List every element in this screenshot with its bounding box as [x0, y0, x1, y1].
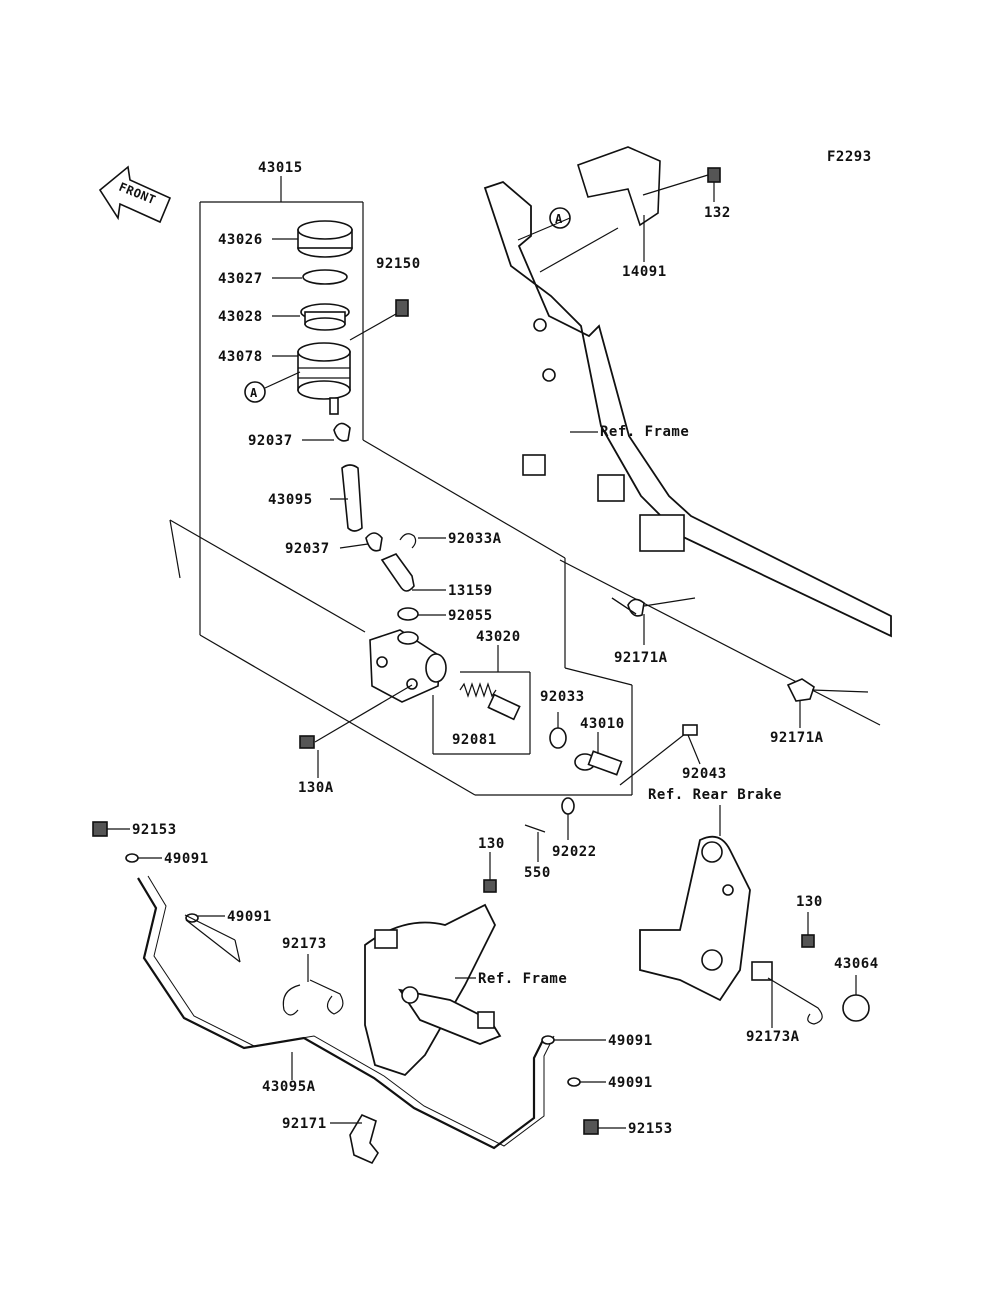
o-ring-92055	[397, 607, 419, 621]
cotter-pin-550	[524, 824, 546, 833]
connector-mark-a-upper: A	[517, 207, 571, 241]
washer-49091-a	[125, 853, 139, 863]
bracket-43020	[432, 645, 531, 755]
diagram-code: F2293	[827, 149, 872, 165]
part-labels: 43015 43026 43027 43028 43078 92150 9203…	[132, 160, 879, 1137]
label-43028: 43028	[218, 309, 263, 325]
label-92043: 92043	[682, 766, 727, 782]
label-43064: 43064	[834, 956, 879, 972]
bolt-132	[707, 167, 721, 183]
leader-lines	[107, 182, 857, 1129]
reservoir-cap-43026	[297, 220, 353, 258]
label-43026: 43026	[218, 232, 263, 248]
label-92037-lower: 92037	[285, 541, 330, 557]
label-92150: 92150	[376, 256, 421, 272]
label-92055: 92055	[448, 608, 493, 624]
svg-text:A: A	[250, 386, 258, 400]
diaphragm-plate-43027	[302, 269, 348, 285]
bolt-130A	[299, 684, 413, 749]
label-49091-b: 49091	[227, 909, 272, 925]
reservoir-43078	[297, 342, 351, 415]
clamp-92173	[282, 979, 344, 1016]
label-49091-c: 49091	[608, 1033, 653, 1049]
circlip-92033	[549, 727, 567, 749]
label-43095: 43095	[268, 492, 313, 508]
clamp-92171	[349, 1113, 379, 1165]
washer-49091-c	[541, 1035, 555, 1045]
label-92153-upper: 92153	[132, 822, 177, 838]
label-ref-frame-lower: Ref. Frame	[478, 971, 567, 987]
label-92081: 92081	[452, 732, 497, 748]
svg-text:A: A	[555, 212, 563, 226]
hose-43095A	[137, 875, 555, 1150]
washer-92022	[561, 797, 575, 815]
label-ref-frame-upper: Ref. Frame	[600, 424, 689, 440]
label-92171A-lower: 92171A	[770, 730, 824, 746]
bracket-14091	[539, 146, 709, 273]
label-92033: 92033	[540, 689, 585, 705]
spring-92081	[459, 682, 497, 698]
label-92037-upper: 92037	[248, 433, 293, 449]
grommet-43064	[842, 994, 870, 1022]
label-14091: 14091	[622, 264, 667, 280]
frame-lower	[364, 903, 502, 1077]
label-92173: 92173	[282, 936, 327, 952]
label-13159: 13159	[448, 583, 493, 599]
label-43015: 43015	[258, 160, 303, 176]
banjo-bolt-92153-upper	[92, 821, 108, 837]
label-130-right: 130	[796, 894, 823, 910]
label-92153-lower: 92153	[628, 1121, 673, 1137]
bolt-130-right	[801, 934, 815, 948]
clamp-92037-upper	[333, 422, 351, 442]
label-92022: 92022	[552, 844, 597, 860]
front-arrow-icon: FRONT	[98, 165, 172, 224]
label-130A: 130A	[298, 780, 334, 796]
bolt-92150	[349, 299, 409, 341]
washer-49091-d	[567, 1077, 581, 1087]
label-550: 550	[524, 865, 551, 881]
label-92171: 92171	[282, 1116, 327, 1132]
label-92173A: 92173A	[746, 1029, 800, 1045]
label-ref-rear-brake: Ref. Rear Brake	[648, 787, 782, 803]
hose-43095	[341, 464, 363, 532]
diaphragm-43028	[300, 303, 350, 331]
label-49091-a: 49091	[164, 851, 209, 867]
label-92171A-upper: 92171A	[614, 650, 668, 666]
label-92033A: 92033A	[448, 531, 502, 547]
frame-upper	[483, 180, 892, 726]
label-43095A: 43095A	[262, 1079, 316, 1095]
label-43020: 43020	[476, 629, 521, 645]
label-43027: 43027	[218, 271, 263, 287]
clamp-92037-lower	[365, 532, 383, 552]
label-43010: 43010	[580, 716, 625, 732]
pin-92043	[619, 724, 698, 786]
circlip-92033A	[399, 533, 417, 549]
push-rod-43010	[574, 750, 623, 776]
bolt-130-left	[483, 879, 497, 893]
label-49091-d: 49091	[608, 1075, 653, 1091]
label-130-left: 130	[478, 836, 505, 852]
fitting-13159	[380, 553, 415, 592]
connector-mark-a-lower: A	[244, 371, 301, 403]
banjo-bolt-92153-lower	[583, 1119, 599, 1135]
label-132: 132	[704, 205, 731, 221]
assembly-bracket-43015	[169, 176, 633, 796]
piston	[487, 693, 521, 721]
master-cylinder-body	[369, 629, 447, 703]
clip-92171A-lower	[786, 678, 815, 702]
rear-brake-bracket	[639, 835, 823, 1025]
label-43078: 43078	[218, 349, 263, 365]
